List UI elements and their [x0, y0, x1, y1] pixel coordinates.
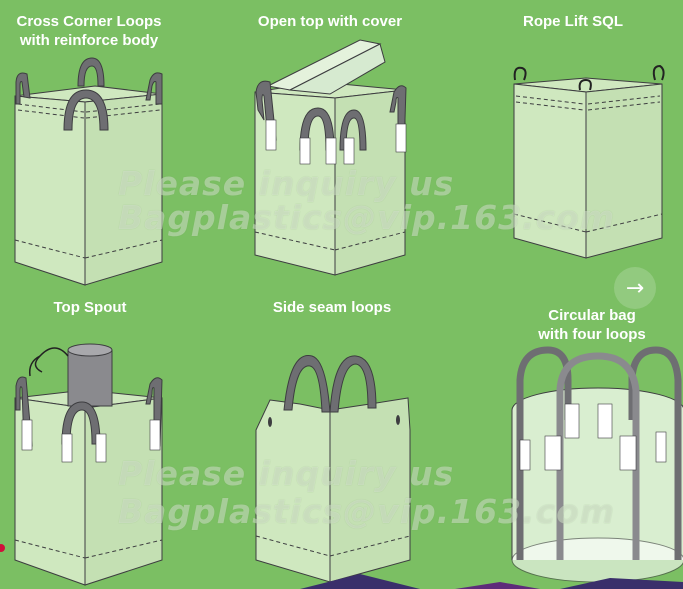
- arrow-right-icon: →: [625, 275, 645, 301]
- product-label-side-seam: Side seam loops: [272, 299, 392, 316]
- watermark-text-bottom-2: Bagplastics@vip.163.com: [118, 492, 616, 531]
- corner-indicator-dot: [0, 544, 5, 552]
- decorative-bottom-strip: [0, 560, 683, 589]
- watermark-text-top-1: Please inquiry us: [118, 164, 455, 203]
- product-label-cross-corner: Cross Corner Loops with reinforce body: [16, 13, 162, 49]
- watermark-text-bottom-1: Please inquiry us: [118, 454, 455, 493]
- product-label-rope-lift: Rope Lift SQL: [523, 13, 623, 30]
- product-label-open-top: Open top with cover: [257, 13, 403, 30]
- product-label-top-spout: Top Spout: [53, 299, 127, 316]
- watermark-text-top-2: Bagplastics@vip.163.com: [118, 198, 616, 237]
- product-label-circular: Circular bag with four loops: [538, 307, 646, 343]
- next-arrow-button[interactable]: →: [614, 267, 656, 309]
